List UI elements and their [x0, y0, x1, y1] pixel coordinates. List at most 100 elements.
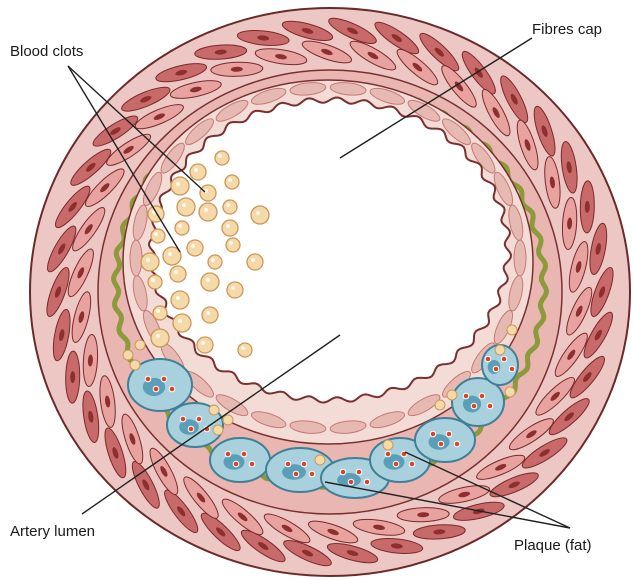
plaque-fat-spot [364, 479, 370, 485]
plaque-fat-spot [446, 431, 452, 437]
fat-droplet [223, 415, 233, 425]
endothelial-cell [514, 240, 526, 276]
blood-clot-highlight [228, 178, 232, 182]
blood-clot-cell [225, 175, 239, 189]
blood-clot-cell [208, 255, 222, 269]
plaque-fat-spot [188, 426, 194, 432]
plaque-fat-spot [487, 403, 493, 409]
blood-clot-highlight [201, 341, 205, 345]
blood-clot-highlight [176, 182, 180, 186]
blood-clot-highlight [151, 278, 155, 282]
plaque-fat-spot [153, 386, 159, 392]
plaque-fat-spot [485, 356, 491, 362]
blood-clot-cell [148, 206, 164, 222]
blood-clot-cell [170, 266, 186, 282]
plaque-fat-spot [241, 451, 247, 457]
blood-clot-highlight [154, 232, 158, 236]
fat-droplet [383, 440, 393, 450]
blood-clot-highlight [211, 258, 215, 262]
label-plaque: Plaque (fat) [514, 537, 592, 554]
fat-droplet [505, 387, 515, 397]
blood-clot-cell [151, 229, 165, 243]
fat-droplet [447, 390, 457, 400]
plaque-fat-spot [438, 441, 444, 447]
label-blood-clots: Blood clots [10, 43, 83, 60]
blood-clot-highlight [241, 346, 245, 350]
blood-clot-cell [247, 254, 263, 270]
plaque-fat-spot [180, 416, 186, 422]
plaque-fat-spot [409, 461, 415, 467]
blood-clot-highlight [191, 244, 195, 248]
blood-clot-cell [153, 306, 167, 320]
blood-clot-highlight [178, 319, 182, 323]
fat-droplet [315, 455, 325, 465]
blood-clot-highlight [229, 241, 233, 245]
blood-clot-highlight [168, 252, 172, 256]
blood-clot-highlight [231, 286, 235, 290]
blood-clot-highlight [206, 311, 210, 315]
blood-clot-cell [190, 164, 206, 180]
blood-clot-highlight [156, 334, 160, 338]
fat-droplet [130, 360, 140, 370]
blood-clot-highlight [204, 208, 208, 212]
blood-clot-highlight [182, 203, 186, 207]
blood-clot-cell [227, 282, 243, 298]
blood-clot-highlight [218, 154, 222, 158]
blood-clot-highlight [206, 278, 210, 282]
blood-clot-highlight [256, 211, 260, 215]
plaque-fat-spot [145, 376, 151, 382]
plaque-fat-spot [493, 366, 499, 372]
plaque-fat-spot [196, 416, 202, 422]
endothelial-cell [130, 240, 142, 276]
plaque-fat-spot [501, 356, 507, 362]
label-artery-lumen: Artery lumen [10, 523, 95, 540]
fat-droplet [495, 345, 505, 355]
blood-clot-cell [171, 291, 189, 309]
blood-clot-cell [173, 314, 191, 332]
plaque-fat-spot [385, 451, 391, 457]
plaque-fat-spot [285, 461, 291, 467]
fat-droplet [213, 425, 223, 435]
plaque-fat-spot [340, 469, 346, 475]
plaque-fat-spot [471, 403, 477, 409]
blood-clot-cell [171, 177, 189, 195]
blood-clot-cell [151, 329, 169, 347]
plaque-fat-spot [249, 461, 255, 467]
blood-clot-cell [175, 221, 189, 235]
plaque-fat-spot [348, 479, 354, 485]
plaque-fat-spot [463, 393, 469, 399]
blood-clot-cell [215, 151, 229, 165]
label-fibres-cap: Fibres cap [532, 21, 602, 38]
blood-clot-highlight [226, 203, 230, 207]
plaque-fat-spot [479, 393, 485, 399]
plaque-fat-spot [169, 386, 175, 392]
plaque-fat-spot [356, 469, 362, 475]
blood-clot-cell [200, 185, 216, 201]
blood-clot-cell [187, 240, 203, 256]
blood-clot-highlight [251, 258, 255, 262]
plaque-fat-spot [293, 471, 299, 477]
blood-clot-highlight [178, 224, 182, 228]
fat-droplet [209, 405, 219, 415]
blood-clot-highlight [226, 224, 230, 228]
plaque-fat-spot [393, 461, 399, 467]
blood-clot-cell [223, 200, 237, 214]
fat-droplet [507, 325, 517, 335]
blood-clot-cell [251, 206, 269, 224]
blood-clot-cell [226, 238, 240, 252]
plaque-fat-spot [309, 471, 315, 477]
plaque-fat-spot [225, 451, 231, 457]
blood-clot-cell [177, 198, 195, 216]
fat-droplet [435, 400, 445, 410]
fat-droplet [135, 340, 145, 350]
plaque-fat-spot [301, 461, 307, 467]
blood-clot-cell [222, 220, 238, 236]
plaque-fat-spot [430, 431, 436, 437]
blood-clot-cell [201, 273, 219, 291]
blood-clot-cell [202, 307, 218, 323]
blood-clot-cell [141, 253, 159, 271]
plaque-fat-spot [233, 461, 239, 467]
blood-clot-highlight [176, 296, 180, 300]
blood-clot-cell [197, 337, 213, 353]
